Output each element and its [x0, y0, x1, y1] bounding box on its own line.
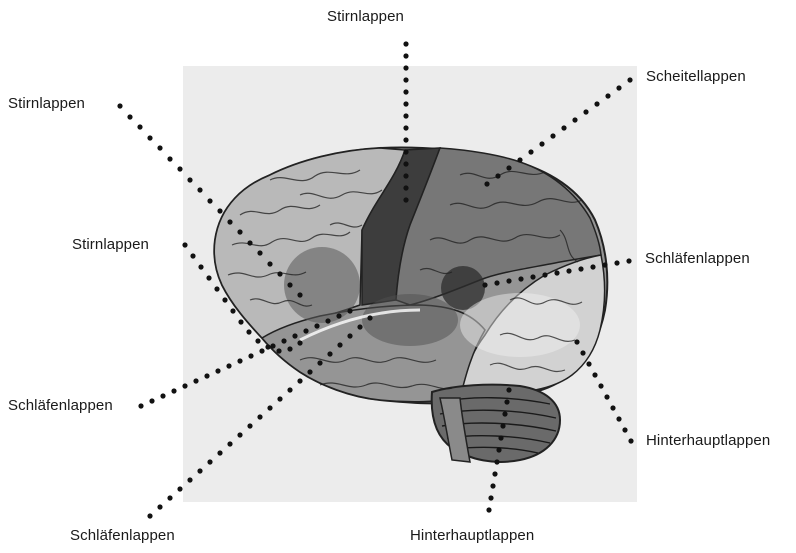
leader-upper-right	[484, 77, 632, 186]
leader-lower-left	[138, 308, 352, 408]
label-hinterhauptlappen-bottom: Hinterhauptlappen	[410, 527, 534, 544]
label-stirnlappen-upper-left: Stirnlappen	[8, 95, 85, 112]
label-schlaefenlappen-right: Schläfenlappen	[645, 250, 750, 267]
label-stirnlappen-top: Stirnlappen	[327, 8, 404, 25]
leader-middle-right	[482, 258, 631, 287]
leader-bottom-center	[486, 387, 511, 512]
label-schlaefenlappen-lower-left: Schläfenlappen	[8, 397, 113, 414]
leader-upper-left	[117, 103, 302, 297]
label-scheitellappen: Scheitellappen	[646, 68, 746, 85]
leader-lower-right	[574, 339, 633, 443]
label-hinterhauptlappen-right: Hinterhauptlappen	[646, 432, 770, 449]
leader-middle-left	[182, 242, 302, 353]
label-schlaefenlappen-bottom-left: Schläfenlappen	[70, 527, 175, 544]
leader-top-center	[403, 41, 408, 202]
label-stirnlappen-middle-left: Stirnlappen	[72, 236, 149, 253]
leader-bottom-left	[147, 315, 372, 518]
